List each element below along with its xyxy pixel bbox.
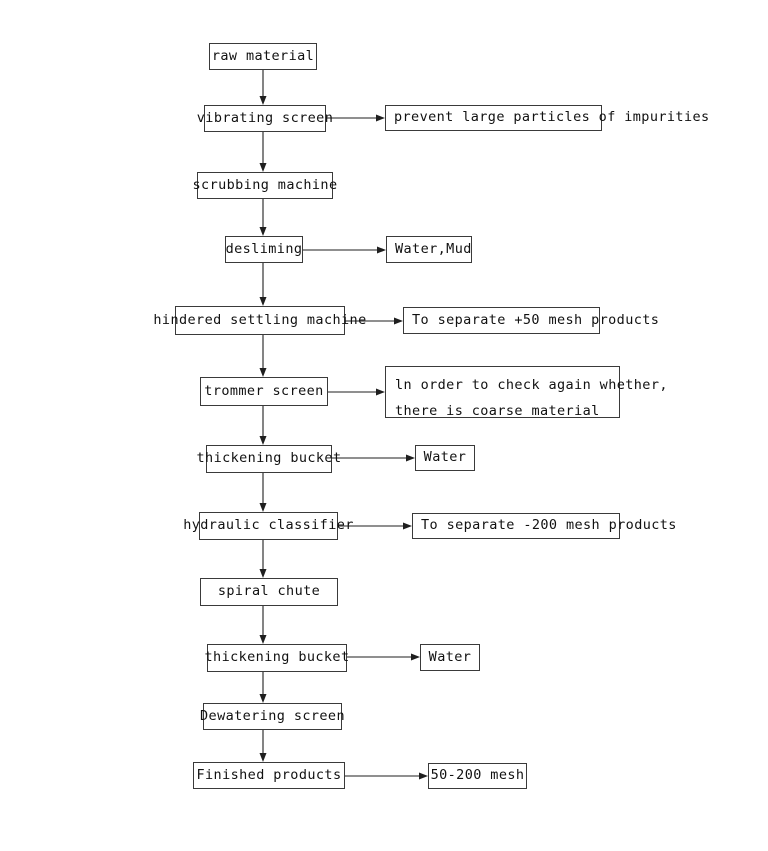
node-trommer-screen: trommer screen: [200, 377, 328, 406]
note-mesh-range: 50-200 mesh: [428, 763, 527, 789]
arrow-vibrating-screen-to-note-impurities: [326, 114, 385, 122]
node-dewatering-screen: Dewatering screen: [200, 703, 345, 730]
note-prevent-large-particles: prevent large particles of impurities: [385, 105, 709, 131]
node-vibrating-screen: vibrating screen: [197, 105, 333, 132]
arrow-desliming-to-hindered-settling-machine: [259, 263, 267, 306]
arrow-hydraulic-classifier-to-spiral-chute: [259, 540, 267, 578]
node-thickening-bucket-1: thickening bucket: [197, 445, 341, 473]
note-separate-plus50-mesh: To separate +50 mesh products: [403, 307, 659, 334]
note-water-1: Water: [415, 445, 475, 471]
node-finished-products: Finished products: [193, 762, 345, 789]
node-thickening-bucket-2: thickening bucket: [205, 644, 349, 672]
arrow-thickening-bucket-2-to-dewatering-screen: [259, 672, 267, 703]
note-check-coarse-line-2: there is coarse material: [395, 402, 600, 419]
arrow-raw-material-to-vibrating-screen: [259, 70, 267, 105]
node-raw-material: raw material: [209, 43, 317, 70]
arrow-dewatering-screen-to-finished-products: [259, 730, 267, 762]
arrow-thickening-bucket-2-to-note-water-2: [347, 653, 420, 661]
arrow-trommer-screen-to-note-check-coarse: [328, 388, 385, 396]
arrow-hindered-settling-machine-to-trommer-screen: [259, 335, 267, 377]
node-scrubbing-machine: scrubbing machine: [193, 172, 337, 199]
note-check-coarse-line-1: ln order to check again whether,: [395, 377, 668, 393]
node-desliming: desliming: [225, 236, 303, 263]
arrow-scrubbing-machine-to-desliming: [259, 199, 267, 236]
arrow-desliming-to-note-water-mud: [303, 246, 386, 254]
node-hydraulic-classifier: hydraulic classifier: [183, 512, 353, 540]
node-spiral-chute: spiral chute: [200, 578, 338, 606]
arrow-finished-products-to-note-mesh-range: [345, 772, 428, 780]
arrow-vibrating-screen-to-scrubbing-machine: [259, 132, 267, 172]
arrow-thickening-bucket-1-to-hydraulic-classifier: [259, 473, 267, 512]
arrow-trommer-screen-to-thickening-bucket-1: [259, 406, 267, 445]
arrow-thickening-bucket-1-to-note-water-1: [332, 454, 415, 462]
note-water-mud: Water,Mud: [386, 236, 472, 263]
note-water-2: Water: [420, 644, 480, 671]
arrow-spiral-chute-to-thickening-bucket-2: [259, 606, 267, 644]
note-check-coarse-material: ln order to check again whether, there i…: [385, 366, 668, 419]
node-hindered-settling-machine: hindered settling machine: [153, 306, 366, 335]
note-separate-minus200-mesh: To separate -200 mesh products: [412, 513, 676, 539]
